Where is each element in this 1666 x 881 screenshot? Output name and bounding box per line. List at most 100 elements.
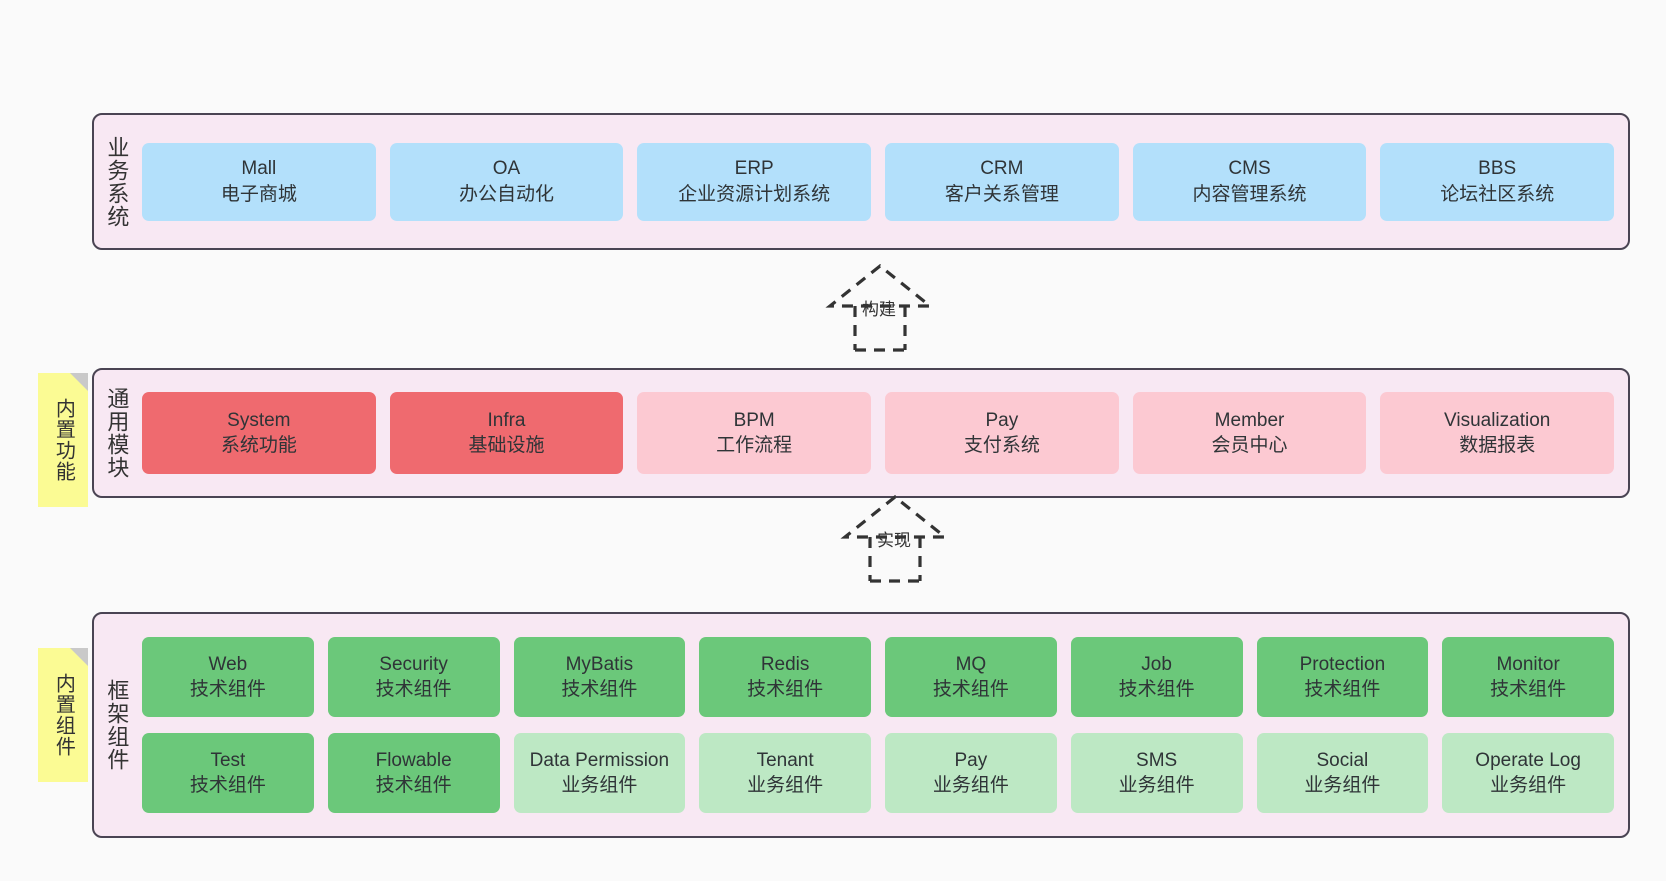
card-erp-cn: 企业资源计划系统 — [678, 183, 831, 205]
card-visualization[interactable]: Visualization 数据报表 — [1380, 392, 1615, 474]
connector-build: 构建 — [800, 262, 960, 352]
card-member-cn: 会员中心 — [1211, 435, 1288, 456]
card-operate-log-cn: 业务组件 — [1490, 775, 1567, 796]
card-redis[interactable]: Redis 技术组件 — [699, 637, 871, 717]
card-data-permission[interactable]: Data Permission 业务组件 — [513, 733, 686, 813]
card-protection[interactable]: Protection 技术组件 — [1256, 637, 1429, 717]
layer-title-framework-components: 框架组件 — [104, 679, 130, 771]
card-pay-component[interactable]: Pay 业务组件 — [885, 733, 1057, 813]
card-mybatis[interactable]: MyBatis 技术组件 — [513, 637, 686, 717]
card-cms[interactable]: CMS 内容管理系统 — [1132, 142, 1367, 221]
framework-row-technical: Web 技术组件 Security 技术组件 MyBatis 技术组件 Redi… — [142, 637, 1614, 717]
note-builtin-component: 内置组件 — [38, 648, 88, 782]
connector-implement: 实现 — [815, 493, 975, 583]
card-job-cn: 技术组件 — [1118, 679, 1195, 700]
layer-body-framework-components: Web 技术组件 Security 技术组件 MyBatis 技术组件 Redi… — [138, 614, 1628, 836]
card-system-cn: 系统功能 — [220, 435, 297, 456]
card-mall-en: Mall — [241, 158, 277, 180]
card-mq-cn: 技术组件 — [932, 679, 1009, 700]
card-infra-cn: 基础设施 — [468, 435, 545, 456]
card-test[interactable]: Test 技术组件 — [142, 733, 314, 813]
card-bpm[interactable]: BPM 工作流程 — [637, 392, 872, 474]
layer-framework-components: 框架组件 Web 技术组件 Security 技术组件 MyBatis 技术组件… — [92, 612, 1630, 838]
layer-body-business-system: Mall 电子商城 OA 办公自动化 ERP 企业资源计划系统 CRM 客户关系… — [138, 115, 1628, 248]
card-sms[interactable]: SMS 业务组件 — [1070, 733, 1243, 813]
connector-implement-arrow — [840, 494, 950, 583]
card-flowable-cn: 技术组件 — [375, 775, 452, 796]
card-mall[interactable]: Mall 电子商城 — [142, 142, 376, 221]
card-bbs-cn: 论坛社区系统 — [1440, 183, 1555, 205]
card-web-cn: 技术组件 — [189, 679, 266, 700]
card-operate-log[interactable]: Operate Log 业务组件 — [1442, 733, 1614, 813]
card-test-en: Test — [210, 749, 246, 771]
card-oa-cn: 办公自动化 — [459, 183, 555, 205]
card-visualization-cn: 数据报表 — [1459, 435, 1536, 456]
card-cms-en: CMS — [1228, 158, 1271, 180]
card-flowable[interactable]: Flowable 技术组件 — [327, 733, 500, 813]
card-monitor-cn: 技术组件 — [1490, 679, 1567, 700]
card-monitor-en: Monitor — [1496, 653, 1560, 675]
framework-row-business: Test 技术组件 Flowable 技术组件 Data Permission … — [142, 733, 1614, 813]
card-pay-module[interactable]: Pay 支付系统 — [885, 392, 1119, 474]
card-mybatis-cn: 技术组件 — [561, 679, 638, 700]
note-fold-corner-icon — [70, 373, 88, 391]
note-builtin-component-label: 内置组件 — [52, 673, 75, 757]
card-member[interactable]: Member 会员中心 — [1132, 392, 1367, 474]
card-bpm-cn: 工作流程 — [716, 435, 793, 456]
connector-build-arrow — [825, 263, 935, 352]
card-tenant-cn: 业务组件 — [747, 775, 824, 796]
card-social-en: Social — [1316, 749, 1369, 771]
card-bbs-en: BBS — [1478, 158, 1517, 180]
card-crm[interactable]: CRM 客户关系管理 — [885, 142, 1119, 221]
layer-body-common-modules: System 系统功能 Infra 基础设施 BPM 工作流程 Pay 支付系统… — [138, 370, 1628, 496]
note-builtin-function-label: 内置功能 — [52, 398, 75, 482]
card-system[interactable]: System 系统功能 — [142, 392, 376, 474]
note-builtin-function: 内置功能 — [38, 373, 88, 507]
card-oa[interactable]: OA 办公自动化 — [389, 142, 624, 221]
connector-build-label: 构建 — [862, 300, 896, 319]
card-erp[interactable]: ERP 企业资源计划系统 — [637, 142, 872, 221]
card-sms-en: SMS — [1136, 749, 1178, 771]
card-mq-en: MQ — [955, 653, 987, 675]
card-infra[interactable]: Infra 基础设施 — [389, 392, 624, 474]
card-social[interactable]: Social 业务组件 — [1256, 733, 1429, 813]
layer-business-system: 业务系统 Mall 电子商城 OA 办公自动化 ERP 企业资源计划系统 CRM… — [92, 113, 1630, 250]
card-bpm-en: BPM — [733, 409, 775, 431]
card-test-cn: 技术组件 — [189, 775, 266, 796]
card-tenant-en: Tenant — [756, 749, 814, 771]
card-crm-en: CRM — [980, 158, 1024, 180]
card-infra-en: Infra — [487, 409, 526, 431]
layer-title-business-system: 业务系统 — [104, 135, 130, 228]
card-tenant[interactable]: Tenant 业务组件 — [699, 733, 871, 813]
card-mybatis-en: MyBatis — [565, 653, 634, 675]
card-crm-cn: 客户关系管理 — [944, 183, 1059, 205]
card-operate-log-en: Operate Log — [1475, 749, 1581, 771]
card-web-en: Web — [208, 653, 248, 675]
card-protection-cn: 技术组件 — [1304, 679, 1381, 700]
card-member-en: Member — [1214, 409, 1285, 431]
card-protection-en: Protection — [1299, 653, 1386, 675]
card-job[interactable]: Job 技术组件 — [1070, 637, 1243, 717]
card-redis-cn: 技术组件 — [747, 679, 824, 700]
card-monitor[interactable]: Monitor 技术组件 — [1442, 637, 1614, 717]
card-system-en: System — [227, 409, 291, 431]
card-web[interactable]: Web 技术组件 — [142, 637, 314, 717]
card-visualization-en: Visualization — [1444, 409, 1551, 431]
card-oa-en: OA — [492, 158, 521, 180]
card-mq[interactable]: MQ 技术组件 — [885, 637, 1057, 717]
layer-title-common-modules: 通用模块 — [104, 387, 130, 479]
card-bbs[interactable]: BBS 论坛社区系统 — [1380, 142, 1615, 221]
card-security-cn: 技术组件 — [375, 679, 452, 700]
card-pay-component-cn: 业务组件 — [932, 775, 1009, 796]
card-pay-module-cn: 支付系统 — [963, 435, 1040, 456]
card-security[interactable]: Security 技术组件 — [327, 637, 500, 717]
card-security-en: Security — [379, 653, 448, 675]
card-pay-component-en: Pay — [954, 749, 988, 771]
note-fold-corner-icon-2 — [70, 648, 88, 666]
card-sms-cn: 业务组件 — [1118, 775, 1195, 796]
layer-common-modules: 通用模块 System 系统功能 Infra 基础设施 BPM 工作流程 Pay… — [92, 368, 1630, 498]
card-job-en: Job — [1141, 653, 1172, 675]
card-social-cn: 业务组件 — [1304, 775, 1381, 796]
card-mall-cn: 电子商城 — [220, 183, 297, 205]
